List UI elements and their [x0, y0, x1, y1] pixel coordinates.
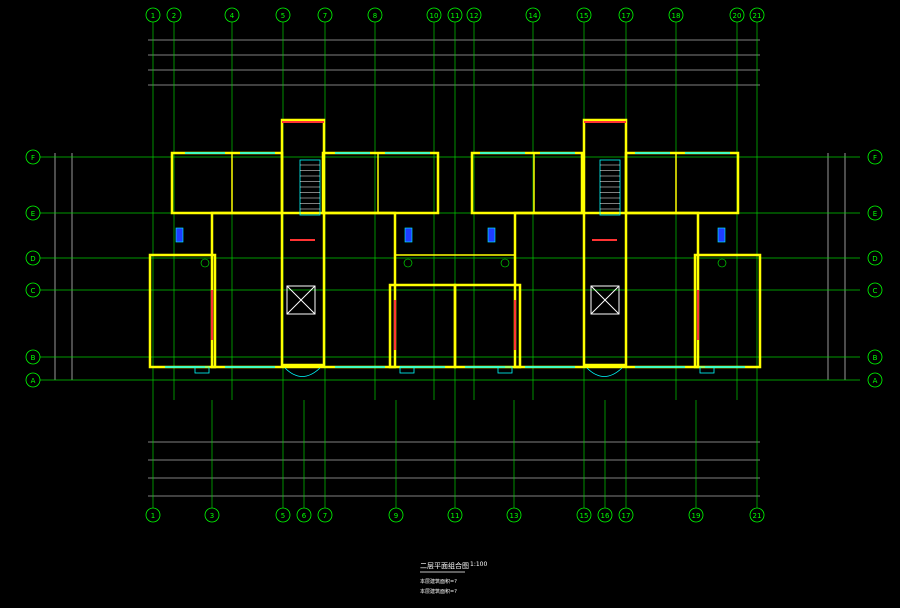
svg-text:10: 10: [430, 12, 439, 20]
svg-text:11: 11: [451, 512, 460, 520]
axis-bubble-bottom: 6: [296, 507, 312, 523]
axis-bubble-top: 21: [749, 7, 765, 23]
axis-bubble-left: A: [25, 372, 41, 388]
svg-text:2: 2: [172, 12, 176, 20]
svg-text:1: 1: [151, 12, 155, 20]
axis-bubble-top: 20: [729, 7, 745, 23]
svg-text:21: 21: [753, 512, 762, 520]
axis-bubble-bottom: 21: [749, 507, 765, 523]
axis-bubble-left: C: [25, 282, 41, 298]
axis-bubble-top: 2: [166, 7, 182, 23]
axis-bubble-bottom: 15: [576, 507, 592, 523]
svg-text:8: 8: [373, 12, 377, 20]
axis-bubble-top: 11: [447, 7, 463, 23]
svg-text:D: D: [872, 255, 877, 263]
svg-text:15: 15: [580, 512, 589, 520]
svg-text:12: 12: [470, 12, 479, 20]
top-dimension-lines: [148, 39, 760, 86]
svg-text:3: 3: [210, 512, 214, 520]
axis-bubble-bottom: 7: [317, 507, 333, 523]
svg-text:11: 11: [451, 12, 460, 20]
axis-bubble-top: 7: [317, 7, 333, 23]
axis-bubble-bottom: 19: [688, 507, 704, 523]
svg-text:7: 7: [323, 12, 327, 20]
axis-bubble-top: 1: [145, 7, 161, 23]
axis-bubble-bottom: 1: [145, 507, 161, 523]
svg-text:17: 17: [622, 12, 631, 20]
axis-bubble-top: 5: [275, 7, 291, 23]
axis-bubble-bottom: 17: [618, 507, 634, 523]
bathroom-fixtures: [175, 227, 727, 268]
axis-bubble-left: D: [25, 250, 41, 266]
area-note-1: 本层建筑面积=?: [420, 579, 457, 585]
balconies: [194, 366, 715, 377]
svg-text:21: 21: [753, 12, 762, 20]
svg-text:4: 4: [230, 12, 235, 20]
door-openings: [211, 121, 699, 350]
svg-text:B: B: [873, 354, 878, 362]
axis-bubble-top: 15: [576, 7, 592, 23]
axis-bubble-top: 10: [426, 7, 442, 23]
drawing-scale: 1:100: [470, 561, 488, 568]
side-dimension-lines: [54, 153, 846, 380]
axis-bubble-right: A: [867, 372, 883, 388]
axis-bubble-bottom: 11: [447, 507, 463, 523]
area-note-2: 本层建筑面积=?: [420, 589, 457, 595]
axis-bubble-top: 8: [367, 7, 383, 23]
svg-text:C: C: [873, 287, 878, 295]
svg-text:7: 7: [323, 512, 327, 520]
stair-cores: [299, 159, 621, 216]
axis-bubble-bottom: 13: [506, 507, 522, 523]
svg-text:F: F: [873, 154, 877, 162]
axis-bubble-right: E: [867, 205, 883, 221]
interior-partitions: [172, 153, 760, 256]
svg-text:F: F: [31, 154, 35, 162]
svg-text:19: 19: [692, 512, 701, 520]
svg-text:C: C: [31, 287, 36, 295]
bottom-dimension-lines: [148, 441, 760, 497]
svg-text:5: 5: [281, 512, 285, 520]
svg-text:A: A: [31, 377, 36, 385]
axis-bubble-bottom: 3: [204, 507, 220, 523]
svg-text:5: 5: [281, 12, 285, 20]
elevator-shafts: [286, 285, 620, 315]
axis-bubble-bottom: 5: [275, 507, 291, 523]
axis-bubble-right: D: [867, 250, 883, 266]
svg-text:E: E: [31, 210, 35, 218]
axis-bubble-top: 4: [224, 7, 240, 23]
svg-text:6: 6: [302, 512, 307, 520]
svg-text:18: 18: [672, 12, 681, 20]
stair-treads: [300, 164, 620, 210]
axis-bubble-right: F: [867, 149, 883, 165]
svg-text:13: 13: [510, 512, 519, 520]
svg-text:14: 14: [529, 12, 538, 20]
axis-bubble-right: C: [867, 282, 883, 298]
axis-bubble-top: 14: [525, 7, 541, 23]
svg-text:A: A: [873, 377, 878, 385]
axis-bubble-top: 17: [618, 7, 634, 23]
svg-text:16: 16: [601, 512, 610, 520]
axis-bubble-right: B: [867, 349, 883, 365]
svg-text:20: 20: [733, 12, 742, 20]
svg-text:D: D: [30, 255, 35, 263]
svg-text:15: 15: [580, 12, 589, 20]
svg-text:1: 1: [151, 512, 155, 520]
svg-text:B: B: [31, 354, 36, 362]
axis-bubble-left: E: [25, 205, 41, 221]
axis-bubble-left: B: [25, 349, 41, 365]
drawing-title: 二层平面组合图: [420, 562, 469, 570]
svg-text:E: E: [873, 210, 877, 218]
axis-bubble-top: 12: [466, 7, 482, 23]
building-walls: [148, 118, 762, 369]
axis-bubble-top: 18: [668, 7, 684, 23]
svg-text:9: 9: [394, 512, 398, 520]
svg-text:17: 17: [622, 512, 631, 520]
axis-bubble-bottom: 9: [388, 507, 404, 523]
axis-bubble-bottom: 16: [597, 507, 613, 523]
axis-bubble-left: F: [25, 149, 41, 165]
